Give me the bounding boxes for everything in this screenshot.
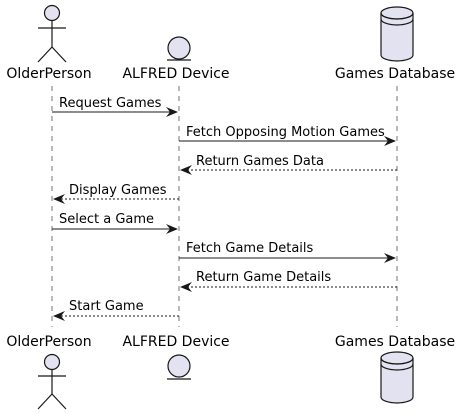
participant-label-games-database-bottom: Games Database xyxy=(335,334,455,350)
message-label-request-games: Request Games xyxy=(59,96,162,111)
participant-alfred-device-bottom: ALFRED Device xyxy=(122,334,230,380)
participant-label-alfred-device-bottom: ALFRED Device xyxy=(122,334,229,350)
participant-older-person-bottom: OlderPerson xyxy=(6,334,92,410)
message-4: Select a Game xyxy=(52,212,178,234)
participant-label-alfred-device: ALFRED Device xyxy=(122,66,229,82)
actor-icon xyxy=(37,353,67,410)
database-icon xyxy=(380,351,414,404)
actor-icon xyxy=(37,4,67,63)
message-label-select-a-game: Select a Game xyxy=(59,212,154,227)
participant-label-older-person: OlderPerson xyxy=(6,66,91,82)
entity-icon xyxy=(167,36,191,61)
entity-icon xyxy=(167,354,191,380)
message-6: Return Game Details xyxy=(180,270,397,292)
message-3: Display Games xyxy=(53,183,179,204)
participant-games-database-bottom: Games Database xyxy=(335,334,455,404)
database-icon xyxy=(380,6,414,62)
participant-alfred-device-top: ALFRED Device xyxy=(122,36,230,82)
message-0: Request Games xyxy=(52,96,178,117)
message-label-display-games: Display Games xyxy=(69,183,167,198)
participant-label-games-database: Games Database xyxy=(335,66,455,82)
message-1: Fetch Opposing Motion Games xyxy=(179,125,396,146)
message-7: Start Game xyxy=(53,299,179,321)
participant-games-database-top: Games Database xyxy=(335,6,455,82)
message-label-return-game-details: Return Game Details xyxy=(196,270,331,285)
message-label-return-games-data: Return Games Data xyxy=(196,154,324,169)
message-label-fetch-game-details: Fetch Game Details xyxy=(186,241,314,256)
message-5: Fetch Game Details xyxy=(179,241,396,263)
participant-older-person-top: OlderPerson xyxy=(6,4,92,82)
message-2: Return Games Data xyxy=(180,154,397,175)
participant-label-older-person-bottom: OlderPerson xyxy=(6,334,91,350)
message-label-fetch-opposing-motion-games: Fetch Opposing Motion Games xyxy=(186,125,385,140)
message-label-start-game: Start Game xyxy=(69,299,144,314)
